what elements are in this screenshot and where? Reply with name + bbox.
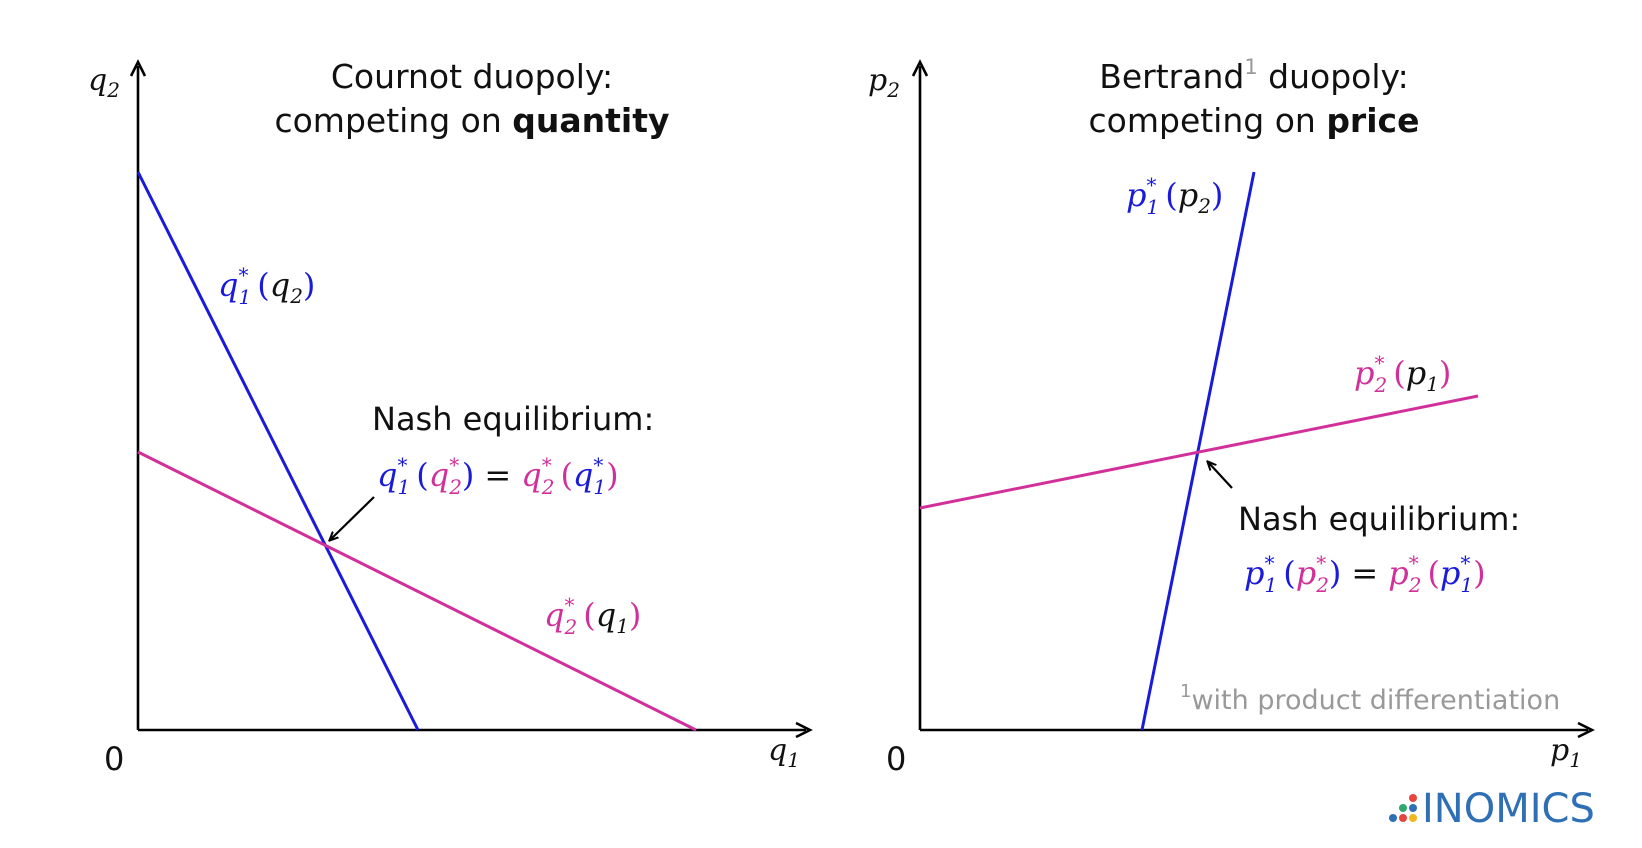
bertrand-title-line2: competing on price — [1089, 101, 1420, 140]
cournot-x-axis-arrowhead — [795, 721, 813, 739]
bertrand-nash-pointer-arrow — [1208, 462, 1233, 489]
cournot-title-line1: Cournot duopoly: — [331, 57, 613, 96]
cournot-origin-label: 0 — [104, 740, 124, 778]
cournot-panel: q2 q1 0 Cournot duopoly: competing on qu… — [88, 57, 813, 778]
bertrand-x-axis-label: p1 — [1550, 733, 1582, 772]
bertrand-y-axis-arrowhead — [911, 59, 929, 77]
dots-logo-icon — [1389, 794, 1417, 822]
bertrand-panel: p2 p1 0 Bertrand1 duopoly: competing on … — [868, 55, 1595, 778]
cournot-y-axis-arrowhead — [129, 59, 147, 77]
cournot-nash-equation: q*1(q*2)=q*2(q*1) — [377, 453, 619, 499]
cournot-y-axis-label: q2 — [88, 63, 120, 102]
brand-name: INOMICS — [1422, 786, 1595, 832]
bertrand-firm2-curve-label: p*2(p1) — [1354, 351, 1451, 397]
cournot-x-axis-label: q1 — [768, 733, 800, 772]
bertrand-y-axis-label: p2 — [868, 63, 900, 102]
bertrand-footnote: 1with product differentiation — [1180, 681, 1560, 716]
bertrand-firm1-curve-label: p*1(p2) — [1126, 173, 1223, 219]
cournot-firm1-curve-label: q*1(q2) — [218, 263, 315, 309]
bertrand-title-line1: Bertrand1 duopoly: — [1099, 55, 1409, 96]
cournot-nash-label: Nash equilibrium: — [372, 400, 654, 438]
inomics-brand: INOMICS — [1389, 786, 1595, 832]
bertrand-best-response-firm2-line — [919, 394, 1479, 510]
cournot-best-response-firm2-line — [137, 450, 697, 732]
cournot-title-line2: competing on quantity — [274, 101, 669, 140]
cournot-nash-pointer-arrow — [330, 496, 375, 540]
bertrand-nash-equation: p*1(p*2)=p*2(p*1) — [1244, 551, 1486, 597]
bertrand-origin-label: 0 — [886, 740, 906, 778]
cournot-best-response-firm1-line — [136, 171, 420, 731]
bertrand-x-axis-arrowhead — [1577, 721, 1595, 739]
cournot-firm2-curve-label: q*2(q1) — [544, 593, 641, 639]
bertrand-nash-label: Nash equilibrium: — [1238, 500, 1520, 538]
